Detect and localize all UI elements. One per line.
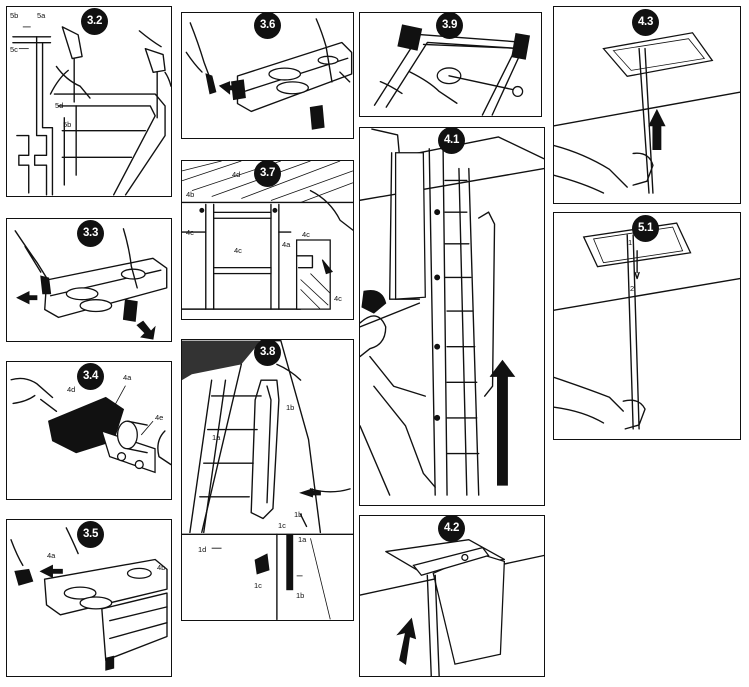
part-label-4b: 4b	[157, 563, 166, 572]
part-label-4c-mid: 4c	[234, 246, 242, 255]
step-4-3-illustration	[554, 32, 740, 194]
step-3-6-badge: 3.6	[254, 13, 281, 39]
step-3-7-panel: 3.7 4b 4d 4c 4c 4a 4c 4c	[181, 160, 354, 320]
step-3-5-illustration	[10, 527, 168, 671]
step-3-6-panel: 3.6	[181, 12, 354, 139]
step-3-8-badge: 3.8	[254, 340, 281, 366]
part-label-5c: 5c	[10, 45, 18, 54]
step-4-2-badge: 4.2	[438, 516, 465, 542]
part-label-4a: 4a	[47, 551, 56, 560]
step-3-5-badge: 3.5	[77, 521, 104, 548]
step-3-2-illustration	[12, 26, 171, 196]
part-label-4e: 4e	[155, 413, 164, 422]
step-3-4-illustration	[10, 377, 171, 474]
part-label-1d: 1d	[198, 545, 207, 554]
step-3-2-badge: 3.2	[81, 8, 108, 35]
step-3-7-illustration	[182, 161, 353, 310]
step-4-1-panel: 4.1	[359, 127, 545, 506]
part-label-5d: 5d	[55, 101, 64, 110]
part-label-4c-right: 4c	[302, 230, 310, 239]
part-label-1c: 1c	[278, 521, 286, 530]
step-3-3-panel: 3.3	[6, 218, 172, 342]
step-4-3-panel: 4.3	[553, 6, 741, 204]
part-label-4a: 4a	[282, 240, 291, 249]
step-3-5-panel: 3.5 4a 4b	[6, 519, 172, 677]
step-3-3-illustration	[14, 228, 168, 340]
step-3-6-illustration	[185, 18, 353, 130]
step-3-9-panel: 3.9	[359, 12, 542, 117]
step-3-3-badge: 3.3	[77, 220, 104, 247]
part-label-5b-lower: 5b	[63, 120, 72, 129]
part-label-4d: 4d	[67, 385, 76, 394]
part-label-4c-low: 4c	[334, 294, 342, 303]
part-label-4a: 4a	[123, 373, 132, 382]
step-4-2-panel: 4.2	[359, 515, 545, 677]
part-label-1b-top: 1b	[286, 403, 295, 412]
part-label-1b-low: 1b	[296, 591, 305, 600]
step-5-1-panel: 5.1 1 2	[553, 212, 741, 440]
part-label-4c-left: 4c	[186, 228, 194, 237]
part-label-1a: 1a	[212, 433, 221, 442]
step-3-9-badge: 3.9	[436, 13, 463, 39]
part-label-4d: 4d	[232, 170, 241, 179]
step-3-8-panel: 3.8 1b 1a 1b 1c 1a 1d 1c 1b	[181, 339, 354, 621]
step-4-2-illustration	[360, 539, 544, 676]
part-label-5b: 5b	[10, 11, 19, 20]
mark-label-2: 2	[630, 284, 635, 293]
step-3-4-badge: 3.4	[77, 363, 104, 390]
part-label-1a-low: 1a	[298, 535, 307, 544]
part-label-1c-low: 1c	[254, 581, 262, 590]
step-3-9-illustration	[373, 24, 531, 116]
step-3-7-badge: 3.7	[254, 161, 281, 187]
step-3-4-panel: 3.4 4d 4a 4e	[6, 361, 172, 500]
step-4-1-badge: 4.1	[438, 128, 465, 154]
step-3-2-panel: 3.2 5b 5a 5c 5d 5b	[6, 6, 172, 197]
part-label-4b: 4b	[186, 190, 195, 199]
step-4-3-badge: 4.3	[632, 9, 659, 36]
part-label-1b-mid: 1b	[294, 510, 303, 519]
step-5-1-badge: 5.1	[632, 215, 659, 242]
part-label-5a: 5a	[37, 11, 46, 20]
step-5-1-illustration	[554, 222, 740, 430]
step-3-8-illustration	[182, 340, 353, 620]
mark-label-1: 1	[628, 238, 633, 247]
step-4-1-illustration	[360, 128, 544, 496]
